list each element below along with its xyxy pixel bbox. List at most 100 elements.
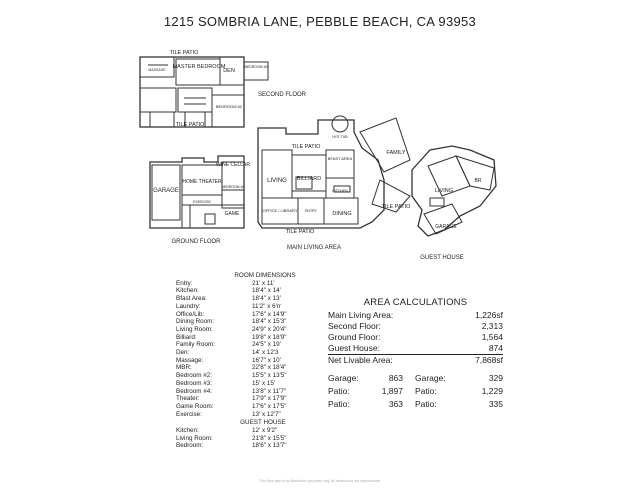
room-name: Bedroom #2: bbox=[176, 372, 213, 380]
room-row: Laundry:11'2" x 6'rr bbox=[176, 303, 336, 311]
second-floor-plan bbox=[139, 56, 269, 128]
room-dims: 15' x 15' bbox=[252, 379, 276, 387]
label-second-floor: SECOND FLOOR bbox=[258, 92, 307, 98]
room-dims: 14' x 12'3 bbox=[252, 349, 279, 357]
area-row: Ground Floor:1,564 bbox=[328, 332, 503, 343]
room-dims: 18'4" x 13' bbox=[252, 295, 281, 303]
label-main-living-area: MAIN LIVING AREA bbox=[287, 245, 341, 251]
room-name: Theater: bbox=[176, 395, 200, 403]
extras-value: 1,897 bbox=[381, 386, 403, 396]
room-dims: 15'5" x 13'5" bbox=[252, 372, 287, 380]
room-name: Bedroom #3: bbox=[176, 379, 213, 387]
area-label: Ground Floor: bbox=[328, 332, 381, 342]
room-name: Den: bbox=[176, 349, 190, 357]
room-name: Entry: bbox=[176, 279, 193, 287]
label-living: LIVING bbox=[267, 178, 287, 184]
area-value: 874 bbox=[488, 343, 503, 353]
main-living-area-plan bbox=[257, 115, 411, 229]
label-wine-cellar: WINE CELLAR bbox=[216, 162, 250, 168]
area-label: Main Living Area: bbox=[328, 310, 394, 320]
room-dims: 18'6" x 13'7" bbox=[252, 442, 287, 450]
room-dims: 12' x 9'2" bbox=[252, 427, 278, 435]
room-dimensions-heading: ROOM DIMENSIONS bbox=[234, 272, 296, 279]
extras-label: Patio: bbox=[415, 399, 437, 409]
room-row: Theater:17'9" x 17'9" bbox=[176, 395, 336, 403]
label-den: DEN bbox=[223, 68, 235, 74]
area-label: Second Floor: bbox=[328, 321, 381, 331]
room-name: Billiard: bbox=[176, 333, 197, 341]
room-row: Bedroom #4:13'8" x 11'7" bbox=[176, 388, 336, 396]
label-kitchen: KITCHEN bbox=[332, 189, 348, 193]
label-family: FAMILY bbox=[386, 150, 405, 156]
room-row: Exercise:13' x 12'7" bbox=[176, 411, 336, 419]
floor-plan-drawing: TILE PATIO MASTER BEDROOM DEN MASSAGE BE… bbox=[139, 50, 497, 261]
label-bedroom-3: BEDROOM #3 bbox=[245, 65, 268, 69]
room-name: Living Room: bbox=[176, 325, 213, 333]
extras-label: Garage: bbox=[415, 373, 446, 383]
room-name: Kitchen: bbox=[176, 287, 199, 295]
label-game: GAME bbox=[225, 211, 240, 217]
extras-label: Patio: bbox=[328, 386, 350, 396]
guest-room-row: Bedroom: 18'6" x 13'7" bbox=[176, 442, 336, 450]
label-tile-patio-2f: TILE PATIO bbox=[176, 122, 206, 128]
label-garage: GARAGE bbox=[153, 188, 179, 194]
room-row: Office/Lib: 17'6" x 14'9" bbox=[176, 311, 336, 319]
room-row: MBR:22'8" x 18'4" bbox=[176, 364, 336, 372]
room-row: Bedroom #3: 15' x 15' bbox=[176, 380, 336, 388]
label-bedroom-2: BEDROOM #2 bbox=[216, 104, 243, 109]
room-row: Bedroom #2: 15'5" x 13'5" bbox=[176, 372, 336, 380]
extras-value: 363 bbox=[388, 399, 403, 409]
label-dining: DINING bbox=[332, 211, 351, 217]
label-tile-patio-main: TILE PATIO bbox=[292, 144, 322, 150]
room-name: Bfast Area: bbox=[176, 295, 207, 303]
extras-value: 329 bbox=[488, 373, 503, 383]
room-name: Massage: bbox=[176, 356, 204, 364]
guest-house-heading: GUEST HOUSE bbox=[240, 419, 286, 427]
label-massage: MASSAGE bbox=[148, 68, 166, 72]
area-row: Second Floor: 2,313 bbox=[328, 321, 503, 332]
room-name: Bedroom: bbox=[176, 442, 204, 450]
room-row: Bfast Area: 18'4" x 13' bbox=[176, 295, 336, 303]
room-row: Entry: 21' x 11' bbox=[176, 280, 336, 288]
label-master: MASTER BEDROOM bbox=[173, 64, 226, 70]
room-dims: 21' x 11' bbox=[252, 279, 275, 287]
room-row: Game Room:17'6" x 17'5" bbox=[176, 403, 336, 411]
area-calculations: AREA CALCULATIONS Main Living Area:1,226… bbox=[328, 297, 503, 366]
room-dims: 18'4" x 14' bbox=[252, 287, 281, 295]
area-value: 1,226sf bbox=[475, 310, 503, 320]
area-row: Net Livable Area:7,868sf bbox=[328, 355, 503, 366]
label-hot-tub: HOT TUB bbox=[332, 135, 348, 139]
extras-label: Patio: bbox=[328, 399, 350, 409]
area-label: Guest House: bbox=[328, 343, 380, 353]
area-label: Net Livable Area: bbox=[328, 355, 393, 365]
label-home-theater: HOME THEATER bbox=[182, 179, 222, 185]
room-name: Laundry: bbox=[176, 302, 201, 310]
room-dims: 24'9" x 20'4" bbox=[252, 325, 287, 333]
room-row: Kitchen: 18'4" x 14' bbox=[176, 287, 336, 295]
area-row: Main Living Area: 1,226sf bbox=[328, 310, 503, 321]
ground-floor-plan bbox=[149, 155, 245, 229]
room-row: Family Room:24'5" x 19' bbox=[176, 341, 336, 349]
label-billiard: BILLIARD bbox=[297, 176, 321, 182]
label-br: BR bbox=[475, 178, 482, 184]
room-name: Family Room: bbox=[176, 341, 215, 349]
label-tile-patio-front: TILE PATIO bbox=[286, 229, 316, 235]
label-guest-living: LIVING bbox=[435, 188, 453, 194]
label-guest-garage: GARAGE bbox=[435, 224, 457, 230]
room-name: Game Room: bbox=[176, 402, 214, 410]
room-dims: 17'6" x 14'9" bbox=[252, 310, 287, 318]
area-value: 2,313 bbox=[481, 321, 503, 331]
room-dims: 18'4" x 15'3" bbox=[252, 318, 287, 326]
footer-note: This floor plan is for illustration purp… bbox=[259, 479, 381, 483]
extras-value: 863 bbox=[388, 373, 403, 383]
label-tile-patio-side: TILE PATIO bbox=[382, 204, 412, 210]
label-guest-house: GUEST HOUSE bbox=[420, 255, 464, 261]
page-title: 1215 SOMBRIA LANE, PEBBLE BEACH, CA 9395… bbox=[163, 14, 477, 29]
room-row: Massage:16'7" x 10' bbox=[176, 357, 336, 365]
room-name: Office/Lib: bbox=[176, 310, 205, 318]
room-dims: 21'8" x 15'5" bbox=[252, 434, 287, 442]
